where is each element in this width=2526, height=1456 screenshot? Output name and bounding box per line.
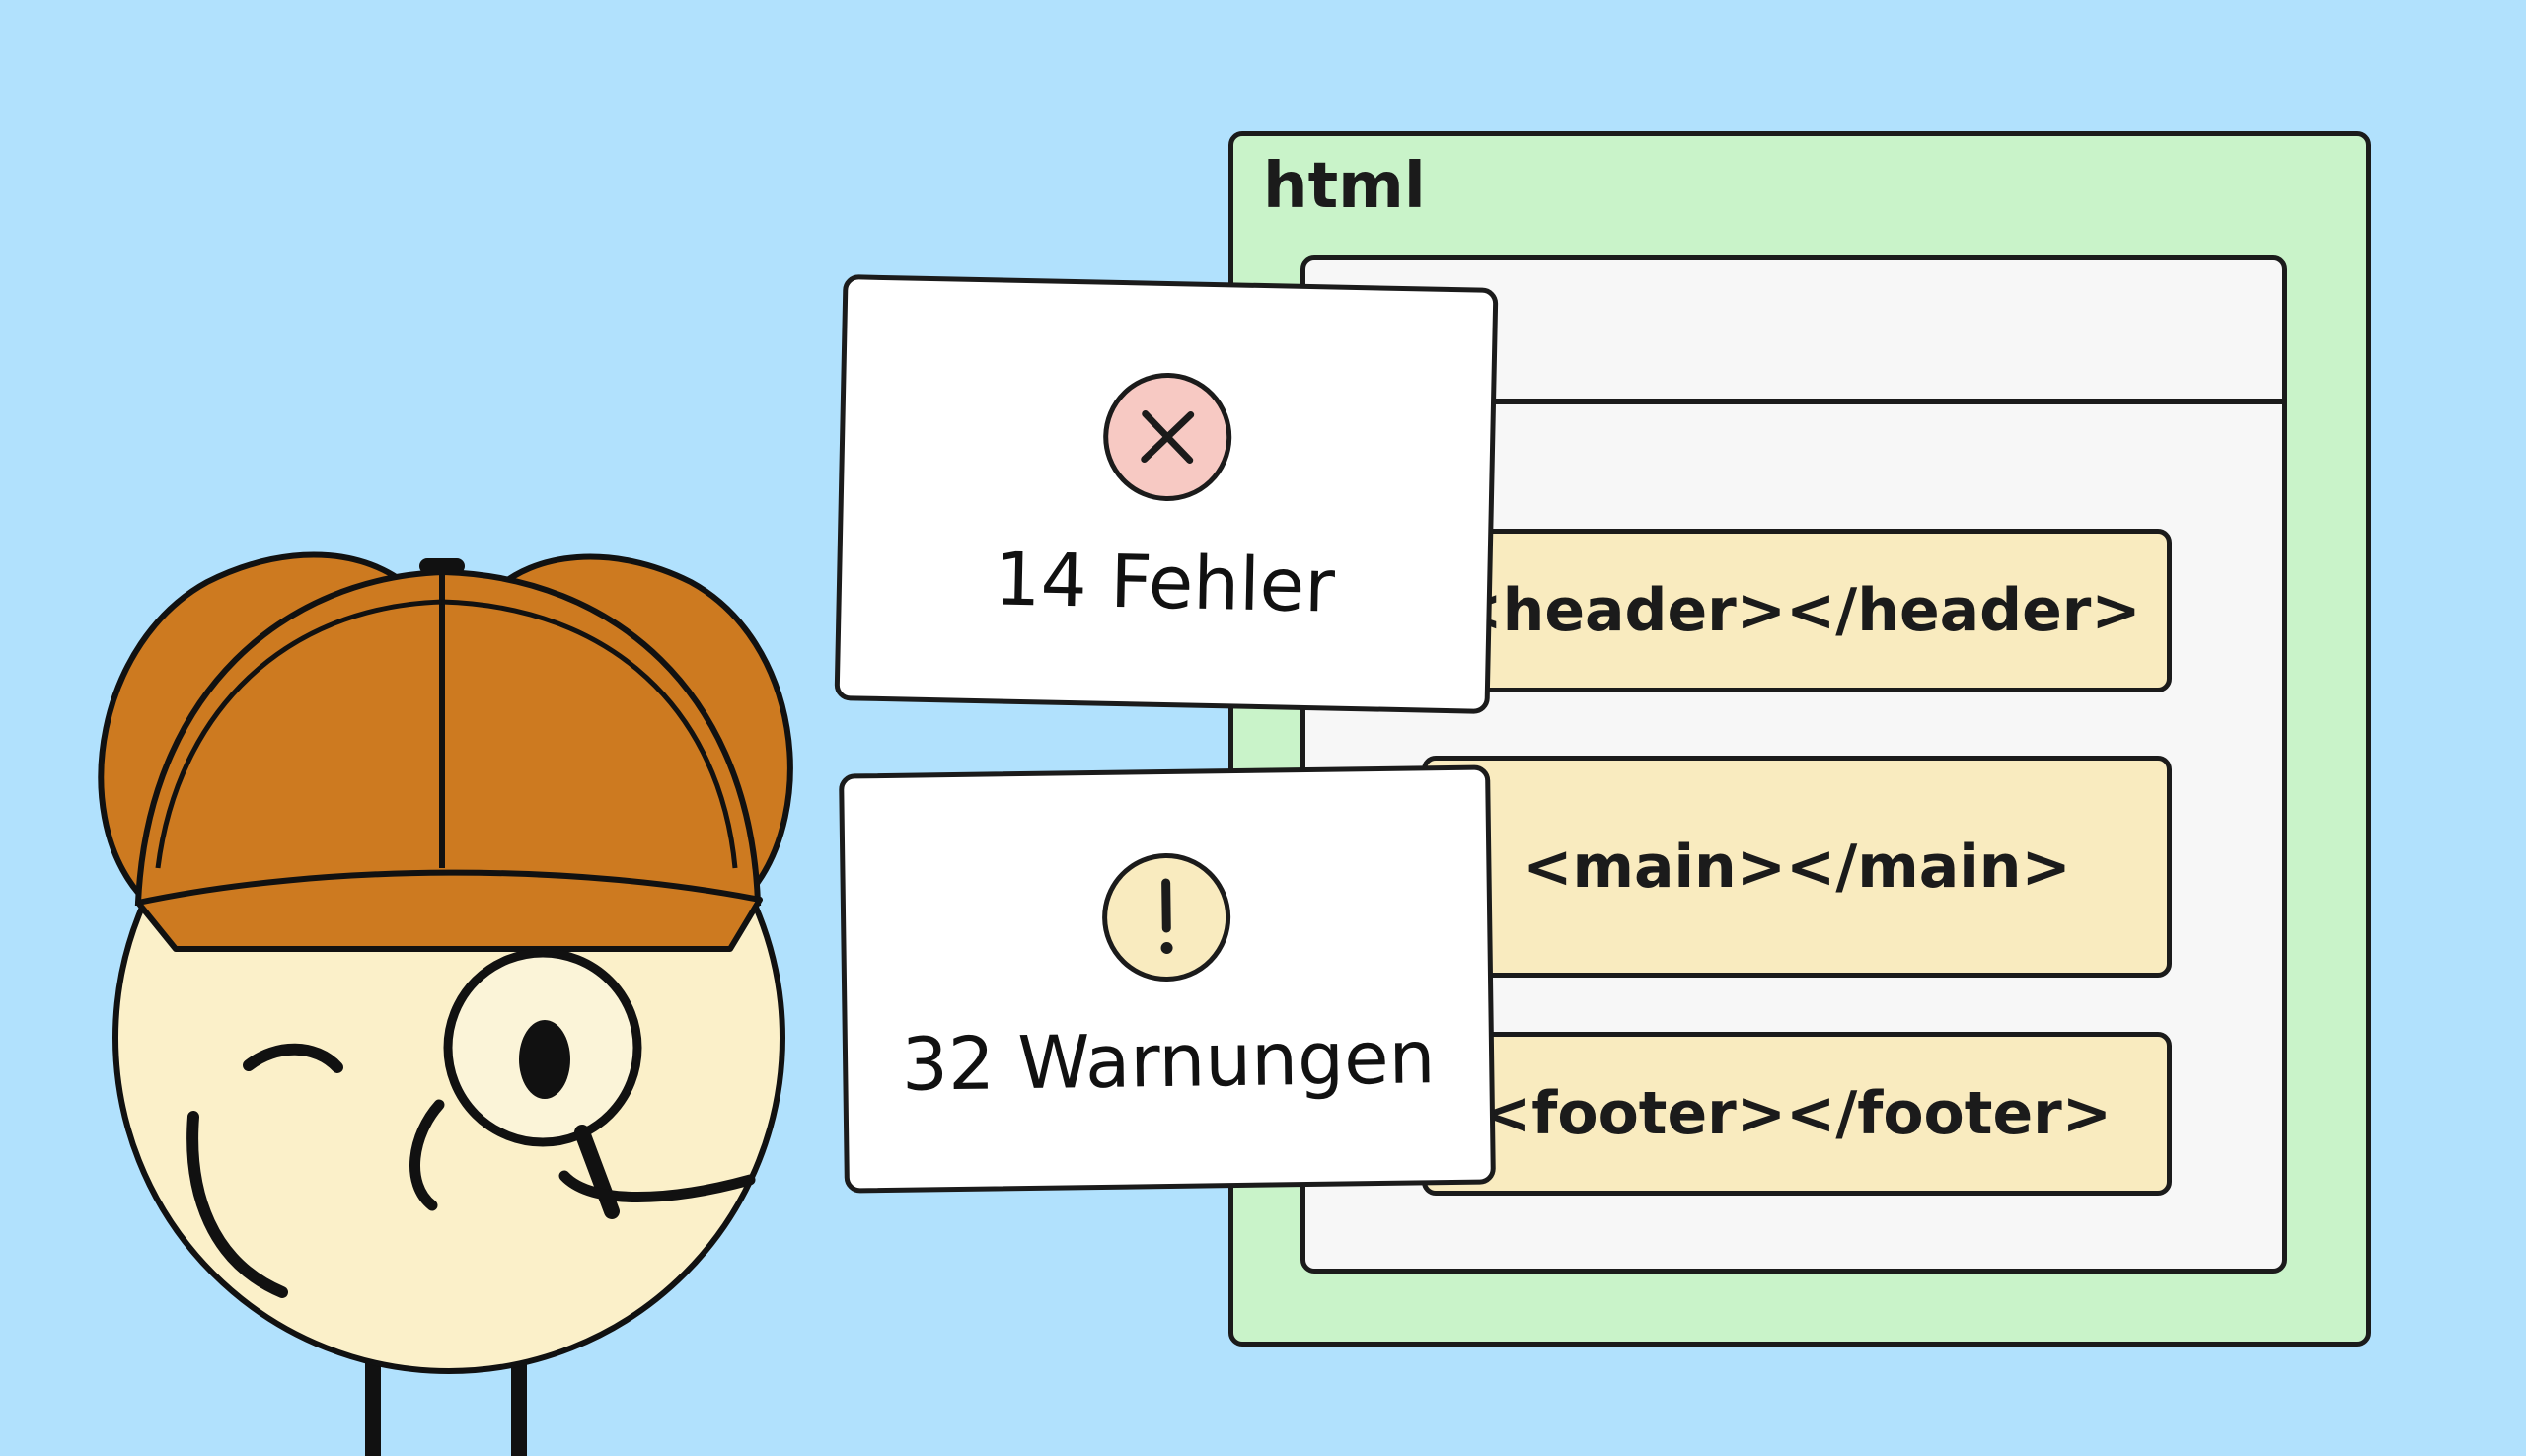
pupil — [519, 1020, 570, 1099]
exclamation-circle-icon — [1101, 852, 1232, 983]
warnings-card: 32 Warnungen — [839, 764, 1496, 1194]
page-body: <header></header> <main></main> <footer>… — [1300, 255, 2287, 1274]
detective-character — [98, 551, 793, 1456]
header-tag-block: <header></header> — [1422, 529, 2172, 692]
footer-tag-block: <footer></footer> — [1422, 1032, 2172, 1196]
main-tag-block: <main></main> — [1422, 756, 2172, 978]
page-top-bar — [1305, 260, 2282, 404]
close-circle-icon — [1101, 371, 1233, 503]
html-label: html — [1263, 150, 1426, 223]
errors-card: 14 Fehler — [834, 274, 1499, 714]
html-document-window: html <header></header> <main></main> <fo… — [1228, 131, 2371, 1347]
errors-count-label: 14 Fehler — [993, 537, 1336, 629]
warnings-count-label: 32 Warnungen — [901, 1015, 1437, 1108]
